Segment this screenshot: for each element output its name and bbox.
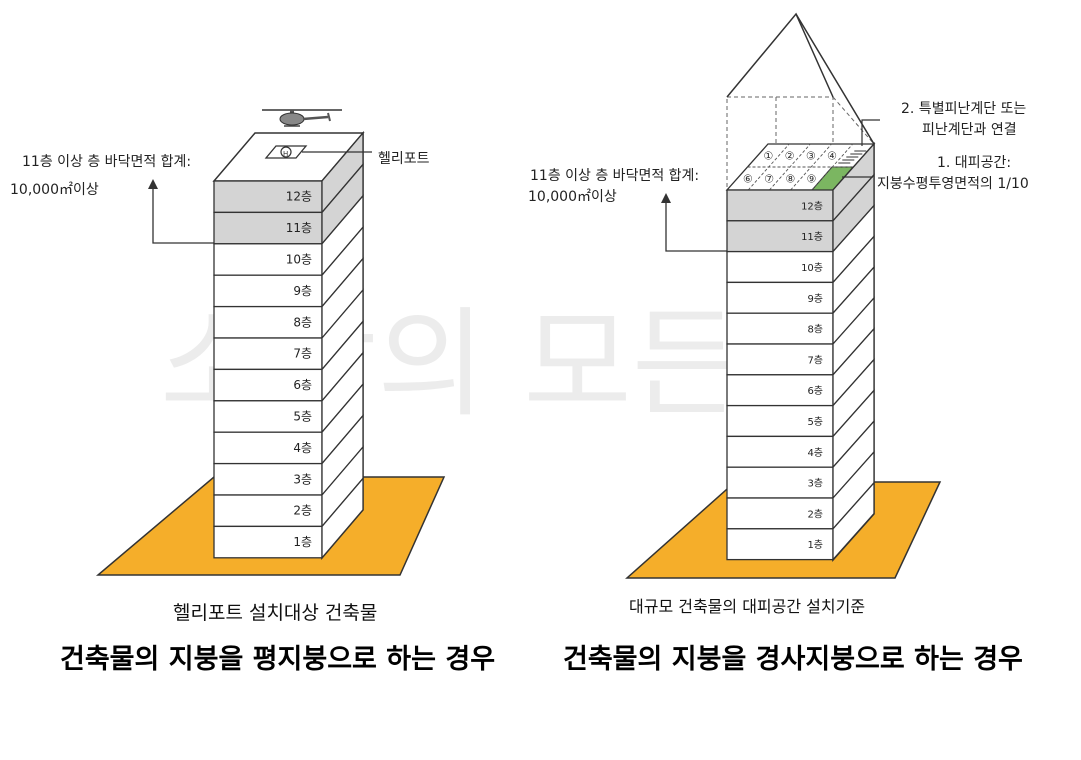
left-caption: 헬리포트 설치대상 건축물	[173, 602, 377, 624]
left-floor-label: 8층	[293, 315, 312, 329]
left-annotation-line2: 10,000㎡이상	[10, 182, 99, 198]
left-floor-7: 6층	[213, 319, 364, 403]
roof-grid-number: ①	[763, 150, 773, 163]
right-floor-8: 5층	[726, 357, 875, 439]
right-annotation-line2: 10,000㎡이상	[528, 189, 617, 205]
roof-grid-number: ⑦	[764, 173, 774, 186]
svg-text:H: H	[283, 150, 288, 158]
left-floor-label: 12층	[286, 190, 312, 204]
left-floor-9: 4층	[213, 382, 364, 466]
left-title: 건축물의 지붕을 평지붕으로 하는 경우	[60, 644, 495, 675]
roof-grid-number: ⑧	[785, 173, 795, 186]
stair-leader	[861, 119, 880, 146]
right-floor-label: 7층	[807, 354, 823, 366]
right-floor-9: 4층	[726, 388, 875, 469]
roof-grid-number: ④	[827, 150, 837, 163]
right-floor-label: 1층	[807, 539, 823, 551]
right-annotation-arrowhead	[661, 193, 671, 203]
right-floor-2: 11층	[726, 173, 875, 254]
right-floor-label: 5층	[807, 416, 823, 428]
right-caption: 대규모 건축물의 대피공간 설치기준	[629, 597, 865, 616]
left-floor-label: 3층	[293, 472, 312, 486]
roof-grid-number: ⑥	[743, 173, 753, 186]
helicopter-icon	[262, 109, 342, 127]
left-floor-label: 6층	[293, 378, 312, 392]
right-floor-label: 10층	[801, 262, 823, 274]
left-floor-label: 1층	[293, 535, 312, 549]
right-floor-label: 12층	[801, 200, 823, 212]
roof-grid-number: ②	[785, 150, 795, 163]
left-floor-label: 7층	[293, 347, 312, 361]
right-floor-3: 10층	[726, 203, 875, 285]
left-floor-6: 7층	[213, 288, 364, 372]
left-floor-label: 10층	[286, 253, 312, 267]
left-floor-8: 5층	[213, 351, 364, 434]
left-floor-label: 5층	[293, 410, 312, 424]
stair-label-line1: 2. 특별피난계단 또는	[901, 101, 1026, 117]
right-floor-1: 12층	[726, 142, 875, 223]
roof-grid-number: ⑨	[807, 173, 817, 186]
right-floor-label: 6층	[807, 385, 823, 397]
left-floor-3: 10층	[213, 194, 364, 277]
heliport-label: 헬리포트	[378, 151, 430, 167]
right-floor-label: 9층	[807, 293, 823, 305]
roof-grid-number: ③	[806, 150, 816, 163]
left-building-diagram: 12층 11층 10층 9층 8층 7층 6층 5층 4층 3층 2층 1층 H 헬리포트 11층 이…	[10, 109, 495, 675]
refuge-label-line2: 지붕수평투영면적의 1/10	[877, 176, 1029, 192]
left-floor-1: 12층	[213, 131, 364, 215]
right-floor-label: 8층	[807, 324, 823, 336]
right-floor-label: 11층	[801, 231, 823, 243]
right-floor-10: 3층	[726, 419, 875, 500]
right-annotation-line1: 11층 이상 층 바닥면적 합계:	[530, 168, 699, 184]
right-annotation-leader	[665, 201, 727, 252]
left-annotation-arrowhead	[148, 179, 158, 189]
left-floor-12: 1층	[213, 476, 364, 560]
left-floor-label: 2층	[293, 504, 312, 518]
left-annotation-line1: 11층 이상 층 바닥면적 합계:	[22, 154, 191, 170]
right-pitched-roof-outline	[726, 12, 875, 191]
right-floor-label: 3층	[807, 478, 823, 490]
heliport-icon: H	[264, 145, 308, 159]
stair-label-line2: 피난계단과 연결	[922, 122, 1017, 138]
left-floor-label: 4층	[293, 441, 312, 455]
right-floor-11: 2층	[726, 450, 875, 531]
right-floor-label: 4층	[807, 447, 823, 459]
left-floor-10: 3층	[213, 413, 364, 497]
right-title: 건축물의 지붕을 경사지붕으로 하는 경우	[563, 644, 1023, 675]
left-annotation-leader	[152, 187, 214, 244]
right-floor-12: 1층	[726, 481, 875, 562]
right-floor-label: 2층	[807, 508, 823, 520]
left-floor-label: 11층	[286, 221, 312, 235]
right-floor-5: 8층	[726, 265, 875, 346]
refuge-label-line1: 1. 대피공간:	[937, 155, 1011, 171]
left-floor-label: 9층	[293, 284, 312, 298]
